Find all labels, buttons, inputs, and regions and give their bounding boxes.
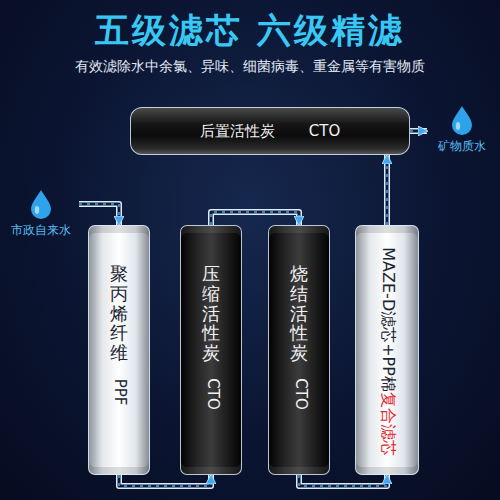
pipe-wall bbox=[119, 475, 211, 486]
water-pipe bbox=[387, 155, 388, 225]
pipe-bore bbox=[299, 475, 387, 486]
drop-body bbox=[452, 106, 472, 135]
cartridge-code: CTO bbox=[203, 379, 221, 410]
water-drop-icon bbox=[451, 106, 473, 136]
subtitle-note: 有效滤除水中余氯、异味、细菌病毒、重金属等有害物质 bbox=[0, 58, 500, 76]
cartridge-name: 后置活性炭 bbox=[200, 122, 275, 141]
water-pipe bbox=[410, 131, 427, 132]
pp-cartridge: 聚丙烯纤维 PPF bbox=[88, 225, 150, 475]
cartridge-name: 压缩活性炭 bbox=[202, 264, 220, 363]
pipe-bore bbox=[211, 212, 299, 225]
poster-title: 五级滤芯 六级精滤 bbox=[0, 8, 500, 54]
water-pipe bbox=[119, 475, 211, 486]
flow-direction bbox=[410, 130, 427, 132]
pipe-bore bbox=[386, 155, 389, 225]
pipe-wall bbox=[384, 155, 390, 225]
pipe-bore bbox=[410, 130, 427, 133]
sintered-carbon-cartridge: 烧结活性炭 CTO bbox=[268, 225, 330, 475]
water-label: 市政自来水 bbox=[3, 222, 79, 239]
drop-highlight bbox=[35, 206, 39, 214]
drop-body bbox=[31, 190, 51, 219]
composite-cartridge: MAZE-D滤芯+PP棉复合滤芯 bbox=[355, 225, 419, 475]
cartridge-name: 聚丙烯纤维 bbox=[110, 264, 128, 363]
pipe-wall bbox=[410, 128, 427, 134]
outlet-drop: 矿物质水 bbox=[427, 106, 497, 156]
post-carbon-cartridge: 后置活性炭 CTO bbox=[130, 107, 410, 155]
cartridge-label-run: MAZE-D滤芯+PP棉复合滤芯 bbox=[378, 247, 397, 456]
cartridge-type: 复合滤芯 bbox=[378, 391, 397, 455]
pipe-bore bbox=[79, 204, 119, 225]
water-drop-icon bbox=[30, 190, 52, 220]
water-pipe bbox=[299, 475, 387, 486]
flow-direction bbox=[386, 155, 388, 225]
flow-direction bbox=[79, 204, 119, 225]
pipe-wall bbox=[79, 204, 119, 225]
water-pipe bbox=[79, 204, 119, 225]
cartridge-code: CTO bbox=[291, 379, 309, 410]
flow-direction bbox=[119, 475, 211, 486]
flow-direction bbox=[299, 475, 387, 486]
drop-highlight bbox=[456, 122, 460, 130]
cartridge-name: MAZE-D滤芯+PP棉 bbox=[378, 247, 397, 392]
pipe-bore bbox=[119, 475, 211, 486]
inlet-drop: 市政自来水 bbox=[3, 190, 79, 240]
water-label: 矿物质水 bbox=[427, 138, 497, 155]
pipe-wall bbox=[211, 212, 299, 225]
cartridge-code: PPF bbox=[111, 379, 129, 406]
cartridge-name: 烧结活性炭 bbox=[290, 264, 308, 363]
carbon-block-cartridge: 压缩活性炭 CTO bbox=[180, 225, 242, 475]
cartridge-code: CTO bbox=[309, 122, 340, 140]
pipe-wall bbox=[299, 475, 387, 486]
water-pipe bbox=[211, 212, 299, 225]
flow-direction bbox=[211, 212, 299, 225]
